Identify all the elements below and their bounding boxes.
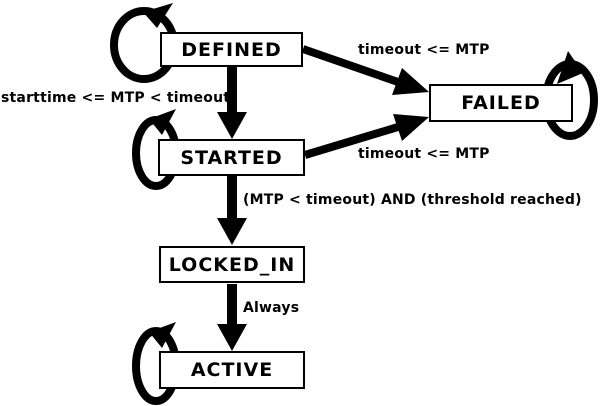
edge-label-started-to-failed: timeout <= MTP [358, 146, 490, 162]
edge-label-defined-to-started: starttime <= MTP < timeout [1, 90, 231, 106]
arrow-started-to-locked-in-head [217, 218, 247, 245]
failed-self-loop-arrowhead [557, 51, 583, 84]
state-failed-label: FAILED [461, 92, 541, 114]
arrow-defined-to-failed-head [392, 68, 429, 95]
state-defined-label: DEFINED [181, 38, 282, 61]
state-locked-in: LOCKED_IN [159, 246, 305, 283]
defined-self-loop-arrowhead [143, 3, 173, 28]
arrow-started-to-failed-head [393, 114, 429, 141]
state-defined: DEFINED [160, 32, 303, 67]
state-started: STARTED [158, 139, 305, 176]
arrow-defined-to-failed [301, 45, 400, 86]
state-locked-in-label: LOCKED_IN [168, 253, 296, 276]
edge-label-started-to-locked-in: (MTP < timeout) AND (threshold reached) [243, 192, 582, 208]
started-self-loop-arrowhead [149, 109, 176, 135]
edge-label-defined-to-failed: timeout <= MTP [358, 42, 490, 58]
arrow-locked-in-to-active-head [217, 324, 247, 351]
arrow-defined-to-started-head [217, 112, 247, 139]
state-active: ACTIVE [159, 351, 305, 389]
state-failed: FAILED [429, 84, 573, 122]
state-active-label: ACTIVE [190, 359, 274, 381]
state-started-label: STARTED [180, 146, 283, 169]
active-self-loop-arrowhead [149, 322, 176, 348]
edge-label-locked-in-to-active: Always [243, 300, 300, 316]
arrow-started-to-failed [303, 123, 400, 159]
